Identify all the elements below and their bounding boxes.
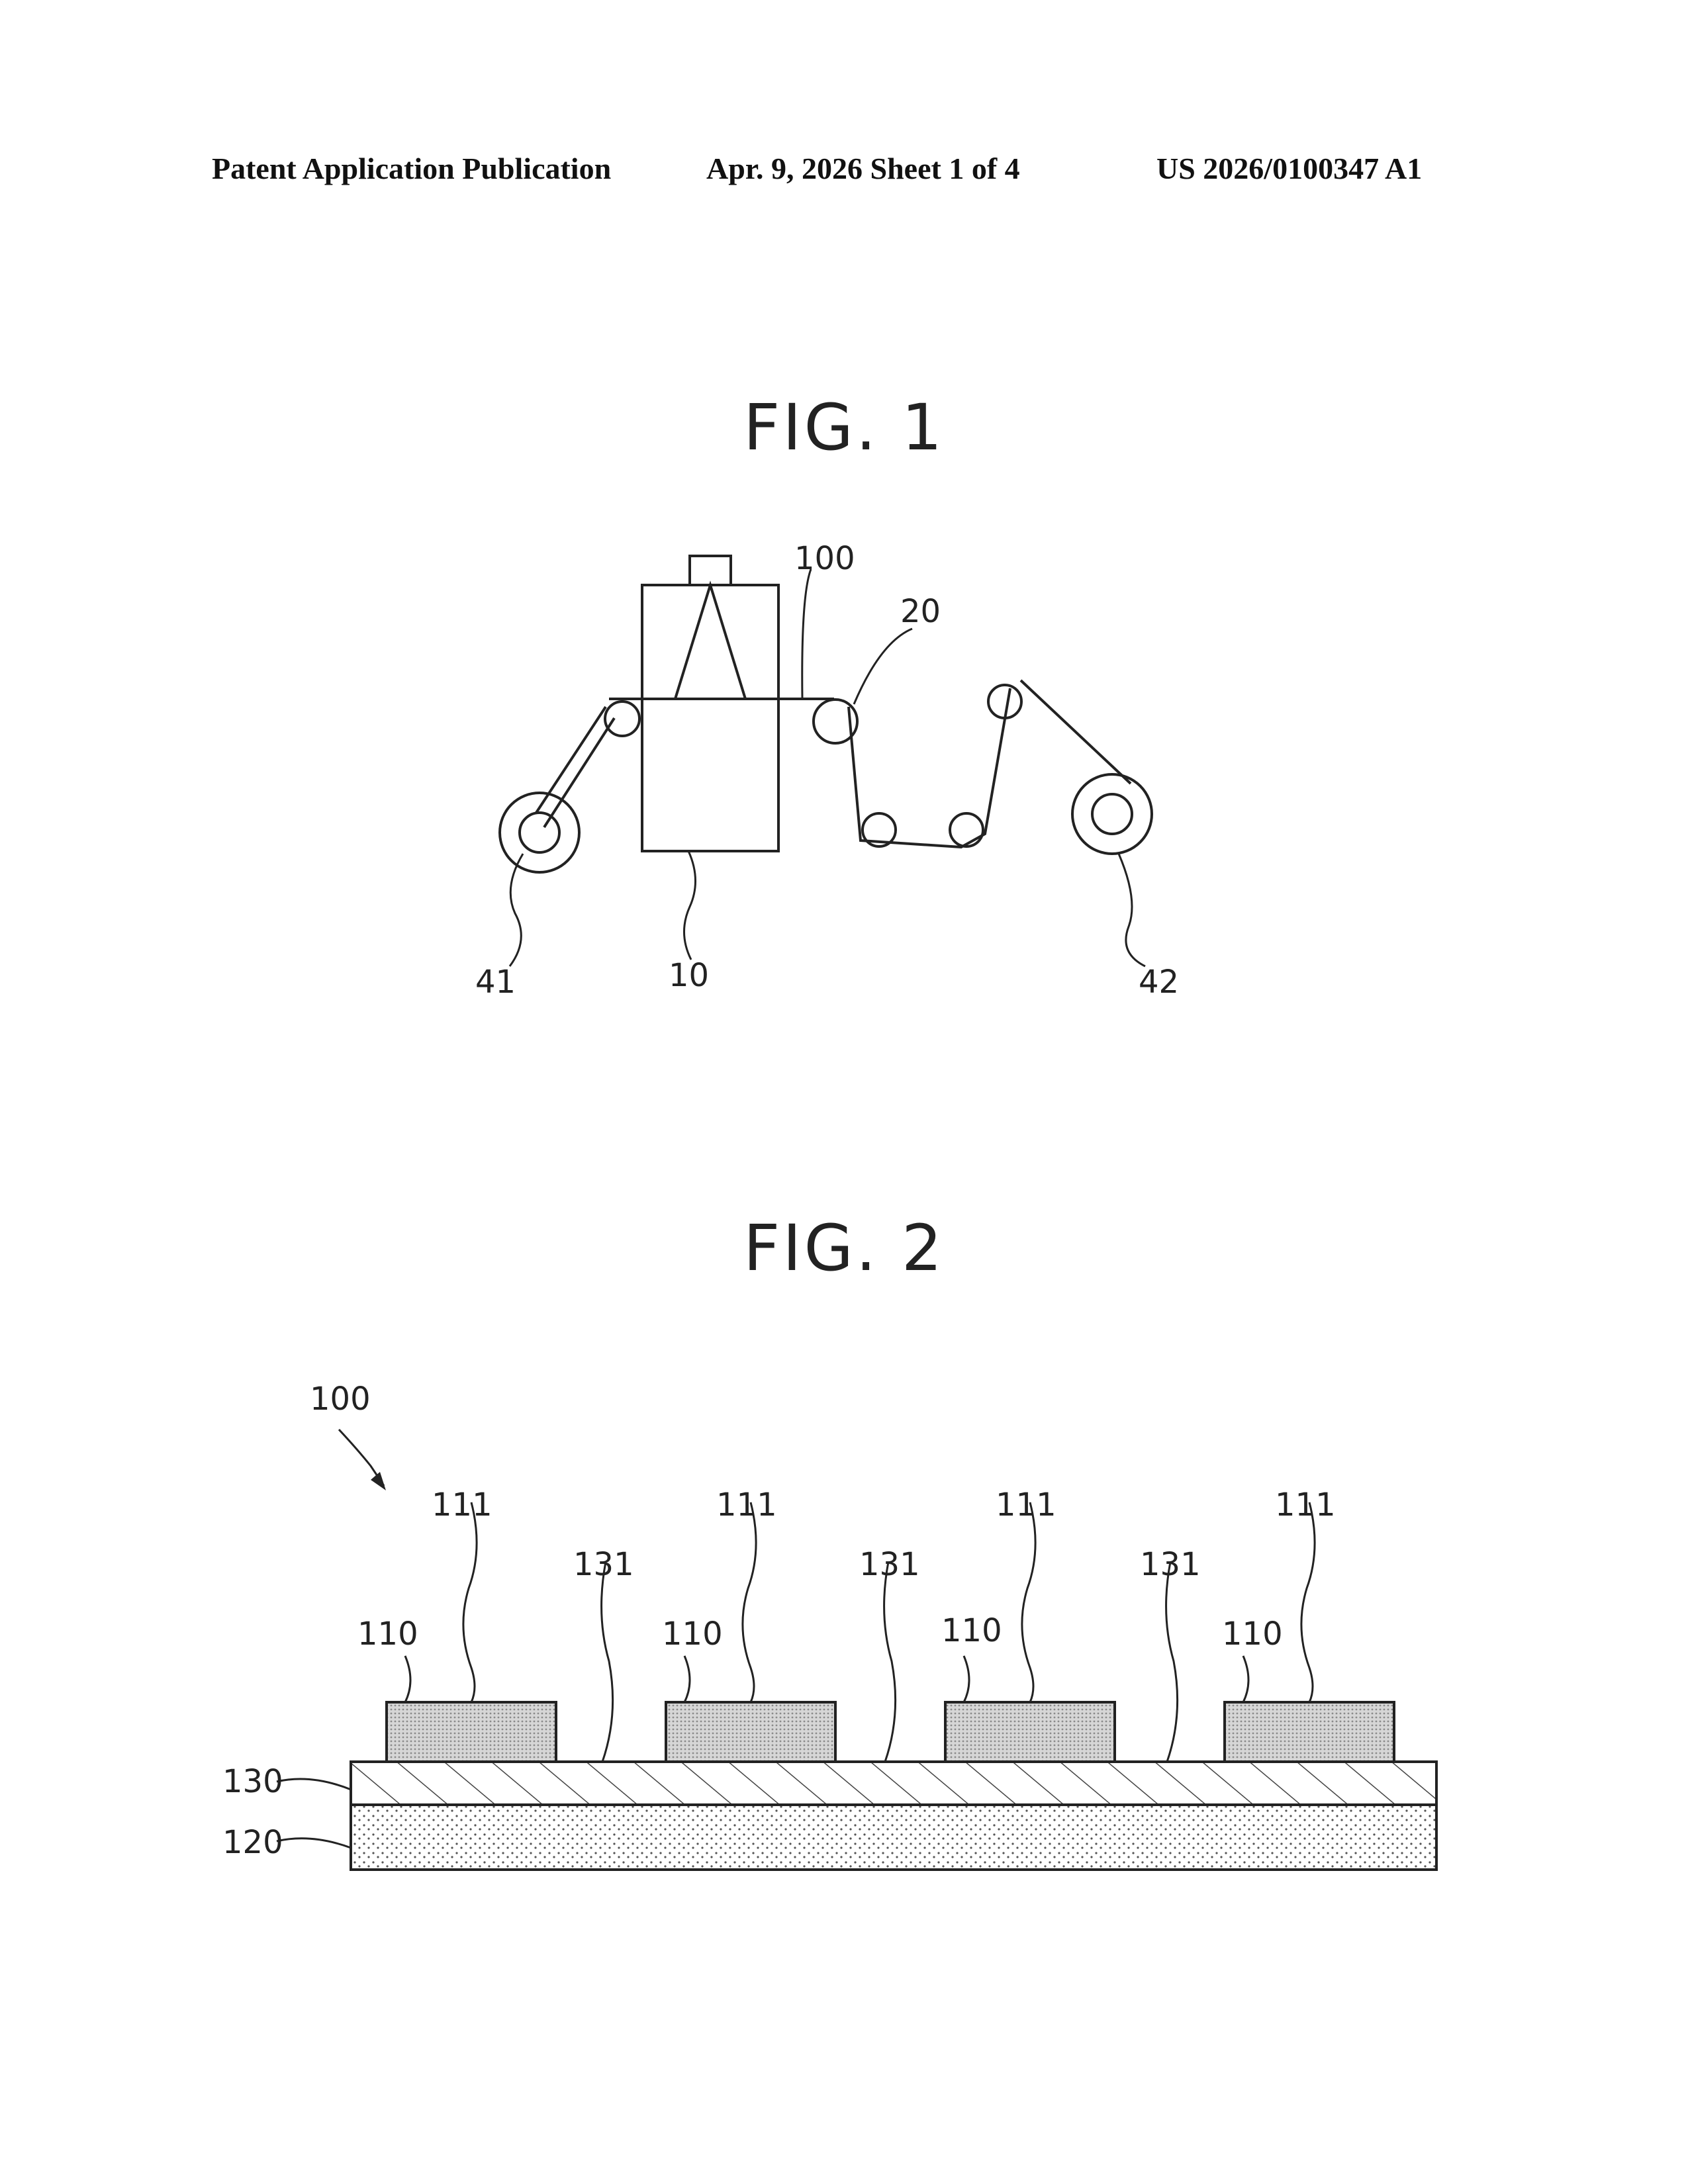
label-111-3: 111 bbox=[996, 1486, 1056, 1524]
label-10: 10 bbox=[669, 957, 709, 994]
label-110-1: 110 bbox=[357, 1615, 418, 1653]
upper-chamber bbox=[642, 585, 778, 699]
film-path-right bbox=[849, 688, 1010, 847]
label-41: 41 bbox=[475, 964, 516, 1001]
leader-41 bbox=[510, 854, 523, 966]
film-lead-in bbox=[536, 707, 606, 813]
block-110-1 bbox=[387, 1702, 556, 1762]
leader-120 bbox=[277, 1839, 351, 1848]
label-131-1: 131 bbox=[573, 1546, 634, 1583]
processing-unit bbox=[642, 699, 778, 851]
page-header: Patent Application Publication Apr. 9, 2… bbox=[212, 151, 1443, 191]
label-111-1: 111 bbox=[432, 1486, 492, 1524]
fig2-diagram: 100 111 111 111 111 131 131 131 110 110 … bbox=[0, 1350, 1688, 1913]
leader-111-2 bbox=[743, 1502, 756, 1702]
leader-100 bbox=[802, 569, 811, 699]
leader-10 bbox=[684, 851, 695, 960]
label-100: 100 bbox=[794, 540, 855, 577]
block-110-4 bbox=[1225, 1702, 1394, 1762]
film-lead-in-lower bbox=[544, 718, 614, 827]
label-110-4: 110 bbox=[1222, 1615, 1283, 1653]
leader-111-1 bbox=[463, 1502, 477, 1702]
label-120: 120 bbox=[222, 1824, 283, 1861]
leader-110-4 bbox=[1243, 1656, 1248, 1702]
unwind-reel-inner bbox=[520, 813, 559, 852]
leader-42 bbox=[1119, 854, 1145, 966]
block-110-3 bbox=[945, 1702, 1115, 1762]
guide-roller-left bbox=[605, 702, 639, 736]
leader-131-2 bbox=[884, 1562, 896, 1762]
rewind-reel-inner bbox=[1092, 794, 1132, 834]
fig1-title: FIG. 1 bbox=[0, 390, 1688, 465]
leader-110-3 bbox=[964, 1656, 969, 1702]
label-130: 130 bbox=[222, 1763, 283, 1800]
leader-111-4 bbox=[1301, 1502, 1315, 1702]
leader-131-3 bbox=[1166, 1562, 1178, 1762]
label-42: 42 bbox=[1139, 964, 1179, 1001]
guide-roller-low-2 bbox=[950, 813, 983, 846]
fig1-diagram: 100 20 41 10 42 bbox=[0, 529, 1688, 1026]
leader-130 bbox=[277, 1779, 351, 1790]
date-sheet: Apr. 9, 2026 Sheet 1 of 4 bbox=[706, 151, 1020, 186]
leader-20 bbox=[854, 629, 912, 704]
label-110-3: 110 bbox=[941, 1612, 1002, 1649]
base-layer-120 bbox=[351, 1805, 1436, 1870]
publication-number: US 2026/0100347 A1 bbox=[1156, 151, 1422, 186]
label-111-2: 111 bbox=[716, 1486, 777, 1524]
label-131-2: 131 bbox=[859, 1546, 920, 1583]
spray-cone bbox=[675, 585, 745, 699]
label-131-3: 131 bbox=[1140, 1546, 1201, 1583]
middle-layer-130 bbox=[351, 1762, 1436, 1805]
leader-110-1 bbox=[405, 1656, 410, 1702]
fig2-title: FIG. 2 bbox=[0, 1211, 1688, 1285]
film-to-rewind bbox=[1021, 680, 1131, 784]
label-100-assembly: 100 bbox=[310, 1381, 371, 1418]
leader-131-1 bbox=[602, 1562, 613, 1762]
unwind-reel-outer bbox=[500, 793, 579, 872]
label-20: 20 bbox=[900, 593, 941, 630]
arrowhead-100 bbox=[371, 1472, 386, 1490]
publication-type: Patent Application Publication bbox=[212, 151, 611, 186]
label-110-2: 110 bbox=[662, 1615, 723, 1653]
label-111-4: 111 bbox=[1275, 1486, 1336, 1524]
block-110-2 bbox=[666, 1702, 835, 1762]
leader-110-2 bbox=[684, 1656, 690, 1702]
leader-111-3 bbox=[1022, 1502, 1035, 1702]
rewind-reel-outer bbox=[1072, 774, 1152, 854]
